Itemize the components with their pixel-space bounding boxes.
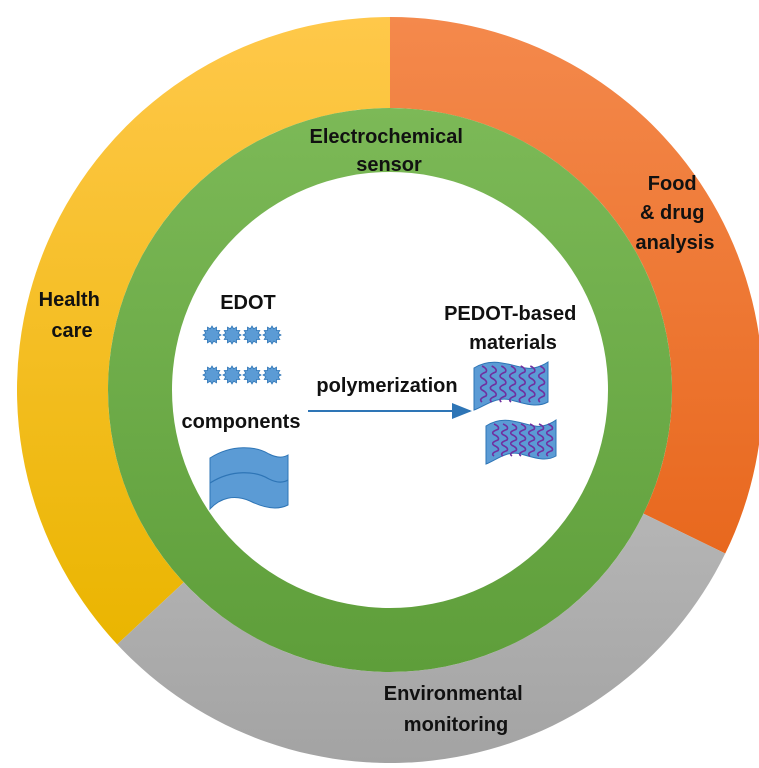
polymer-chain-icon (518, 423, 527, 457)
component-sheet (209, 447, 289, 511)
polymer-chain-icon (537, 365, 546, 403)
edot-monomer-icon (242, 325, 262, 345)
polymer-chain-icon (489, 365, 497, 403)
label-health-care: Health care (39, 289, 106, 342)
edot-monomer-icon (222, 365, 242, 385)
label-pedot-materials: PEDOT-based materials (444, 303, 582, 354)
polymer-chain-icon (528, 365, 536, 403)
edot-monomer-icon (262, 325, 282, 345)
component-sheet-crease (209, 472, 289, 484)
polymer-chain-icon (509, 423, 518, 457)
polymer-chain-icon (536, 423, 545, 457)
label-polymerization: polymerization (316, 375, 457, 397)
ring-segment-food-drug-analysis (390, 17, 759, 554)
ring-segment-environmental-monitoring (117, 513, 726, 764)
polymer-chain-icon (527, 423, 536, 457)
label-components: components (182, 411, 301, 433)
label-food-drug-analysis: Food & drug analysis (636, 173, 715, 254)
pedot-sheet-lower (485, 418, 557, 465)
edot-monomer-icon (202, 325, 222, 345)
edot-monomer-icon (202, 365, 222, 385)
polymer-chain-icon (491, 423, 500, 457)
edot-monomer-icon (242, 365, 262, 385)
polymer-chain-icon (545, 423, 554, 457)
polymer-chain-icon (479, 365, 488, 403)
edot-monomers (202, 325, 282, 385)
label-edot: EDOT (220, 292, 276, 314)
polymer-chain-icon (508, 365, 517, 403)
polymer-chain-icon (518, 365, 526, 403)
label-electrochemical-sensor: Electrochemical sensor (310, 126, 469, 176)
edot-monomer-icon (222, 325, 242, 345)
pedot-sheet-upper (473, 361, 549, 411)
polymer-chain-icon (499, 365, 507, 403)
edot-monomer-icon (262, 365, 282, 385)
label-environmental-monitoring: Environmental monitoring (384, 683, 528, 736)
ring-segment-health-care (16, 17, 390, 645)
polymer-chain-icon (500, 423, 509, 457)
